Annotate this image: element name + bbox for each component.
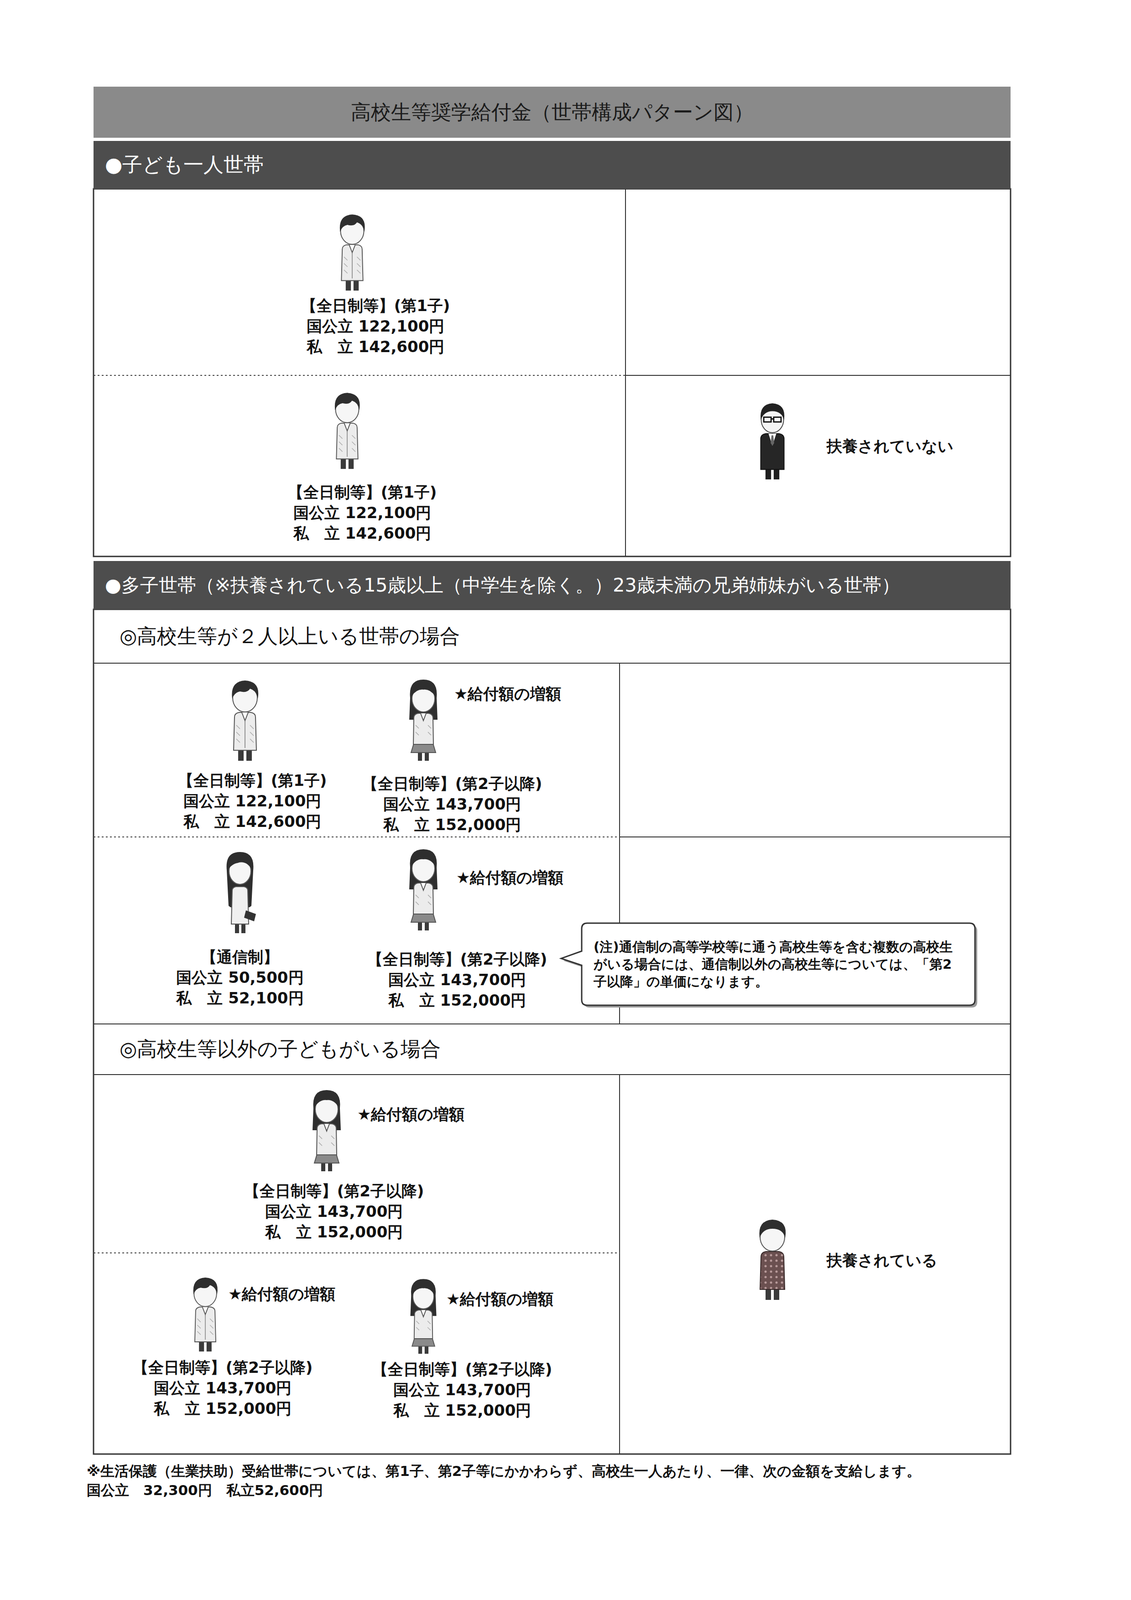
table-rule <box>93 1074 1011 1076</box>
callout-border <box>561 923 975 1006</box>
student-figure <box>231 680 259 761</box>
student-figure <box>334 392 360 470</box>
footnote: ※生活保護（生業扶助）受給世帯については、第1子、第2子等にかかわらず、高校生一… <box>86 1462 1118 1501</box>
text-group: ★給付額の増額 <box>446 1289 554 1310</box>
note-label: ★給付額の増額 <box>357 1104 465 1126</box>
table-rule <box>619 1074 621 1455</box>
grant-amount-text: 国公立 122,100円 <box>202 502 522 524</box>
grant-amount-text: 私 立 142,600円 <box>215 336 536 358</box>
grant-amount-text: 私 立 142,600円 <box>92 811 412 833</box>
grant-amount-text: 【全日制等】(第2子以降) <box>302 1359 622 1381</box>
table-cell: 【全日制等】(第1子)国公立 122,100円私 立 142,600円 <box>93 188 626 376</box>
footnote-text: ※生活保護（生業扶助）受給世帯については、第1子、第2子等にかかわらず、高校生一… <box>86 1462 1118 1482</box>
grant-amount-text: 【通信制】 <box>80 947 400 968</box>
subsection-header: ◎高校生等以外の子どもがいる場合 <box>93 1024 1011 1075</box>
table-cell: 扶養されている <box>619 1074 1011 1455</box>
note-label: 扶養されていない <box>826 436 954 457</box>
table-dotted-rule <box>93 836 620 838</box>
section-heading: ●多子世帯（※扶養されている15歳以上（中学生を除く。）23歳未満の兄弟姉妹がい… <box>104 573 901 599</box>
student-figure <box>193 1277 218 1352</box>
table-border <box>93 609 1011 1455</box>
subsection-heading: ◎高校生等が２人以上いる世帯の場合 <box>119 623 460 651</box>
grant-amount-text: 【全日制等】(第1子) <box>215 295 536 317</box>
child-figure <box>759 1219 786 1301</box>
grant-amount-text: 国公立 143,700円 <box>302 1380 622 1401</box>
grant-amount-text: 国公立 143,700円 <box>62 1378 383 1399</box>
note-label: ★給付額の増額 <box>453 683 562 705</box>
text-group: 【全日制等】(第2子以降)国公立 143,700円私 立 152,000円 <box>302 1359 622 1422</box>
grant-amount-text: 私 立 152,000円 <box>292 814 612 836</box>
text-group: ★給付額の増額 <box>456 867 564 889</box>
grant-amount-text: 国公立 143,700円 <box>297 969 617 991</box>
table-border <box>93 188 1011 557</box>
text-group: ★給付額の増額 <box>453 683 562 705</box>
text-group: 【通信制】国公立 50,500円私 立 52,100円 <box>80 947 400 1009</box>
table-rule <box>93 662 1011 664</box>
grant-amount-text: 国公立 143,700円 <box>174 1201 494 1223</box>
grant-amount-text: 【全日制等】(第2子以降) <box>292 773 612 795</box>
student-figure <box>409 849 438 931</box>
section-band: ●多子世帯（※扶養されている15歳以上（中学生を除く。）23歳未満の兄弟姉妹がい… <box>93 561 1011 610</box>
grant-amount-text: 私 立 52,100円 <box>80 988 400 1009</box>
footnote-text: 国公立 32,300円 私立52,600円 <box>86 1481 1118 1501</box>
grant-amount-text: 国公立 122,100円 <box>92 791 412 812</box>
note-label: ★給付額の増額 <box>446 1289 554 1310</box>
grant-amount-text: 私 立 152,000円 <box>174 1222 494 1243</box>
table-cell: 【全日制等】(第1子)国公立 122,100円私 立 142,600円 <box>93 375 626 557</box>
student-figure <box>226 852 256 934</box>
table-cell: ★給付額の増額【全日制等】(第2子以降)国公立 143,700円私 立 152,… <box>93 1253 620 1455</box>
student-figure <box>312 1090 341 1172</box>
student-figure <box>339 214 365 291</box>
table-cell: 扶養されていない <box>625 375 1011 557</box>
note-text: (注)通信制の高等学校等に通う高校生等を含む複数の高校生がいる場合には、通信制以… <box>593 938 965 991</box>
text-group: 【全日制等】(第1子)国公立 122,100円私 立 142,600円 <box>202 482 522 544</box>
note-label: 扶養されている <box>826 1250 938 1272</box>
text-group: 【全日制等】(第2子以降)国公立 143,700円私 立 152,000円 <box>292 773 612 836</box>
subsection-header: ◎高校生等が２人以上いる世帯の場合 <box>93 609 1011 664</box>
title-text: 高校生等奨学給付金（世帯構成パターン図） <box>350 99 754 126</box>
table-rule <box>93 1023 1011 1025</box>
adult-figure <box>760 403 785 480</box>
table-rule <box>619 836 1011 838</box>
grant-amount-text: 私 立 152,000円 <box>302 1400 622 1422</box>
table-cell: ★給付額の増額【全日制等】(第2子以降)国公立 143,700円私 立 152,… <box>93 1074 620 1254</box>
grant-amount-text: 【全日制等】(第2子以降) <box>174 1181 494 1202</box>
text-group: ★給付額の増額 <box>357 1104 465 1126</box>
text-group: 扶養されている <box>826 1250 938 1272</box>
student-figure <box>410 1279 437 1355</box>
text-group: ★給付額の増額 <box>228 1284 336 1305</box>
note-label: ★給付額の増額 <box>456 867 564 889</box>
section-heading: ●子ども一人世帯 <box>104 151 264 179</box>
table-rule <box>625 188 626 557</box>
table-cell: 【全日制等】(第1子)国公立 122,100円私 立 142,600円★給付額の… <box>93 663 620 838</box>
text-group: 【全日制等】(第2子以降)国公立 143,700円私 立 152,000円 <box>174 1181 494 1243</box>
table-cell: 【通信制】国公立 50,500円私 立 52,100円★給付額の増額【全日制等】… <box>93 837 620 1025</box>
grant-amount-text: 国公立 122,100円 <box>215 316 536 337</box>
table-rule <box>625 375 1011 376</box>
text-group: 扶養されていない <box>826 436 954 457</box>
section-band: ●子ども一人世帯 <box>93 140 1011 189</box>
note-label: ★給付額の増額 <box>228 1284 336 1305</box>
grant-amount-text: 私 立 142,600円 <box>202 523 522 544</box>
student-figure <box>409 679 438 761</box>
text-group: 【全日制等】(第2子以降)国公立 143,700円私 立 152,000円 <box>62 1357 383 1420</box>
subsection-heading: ◎高校生等以外の子どもがいる場合 <box>119 1036 441 1064</box>
text-group: 【全日制等】(第1子)国公立 122,100円私 立 142,600円 <box>215 295 536 358</box>
table-dotted-rule <box>93 375 626 376</box>
table-dotted-rule <box>93 1252 620 1254</box>
grant-amount-text: 私 立 152,000円 <box>62 1398 383 1420</box>
grant-amount-text: 【全日制等】(第2子以降) <box>62 1357 383 1379</box>
grant-amount-text: 国公立 143,700円 <box>292 794 612 815</box>
grant-amount-text: 国公立 50,500円 <box>80 967 400 989</box>
note-callout: (注)通信制の高等学校等に通う高校生等を含む複数の高校生がいる場合には、通信制以… <box>581 923 975 1006</box>
grant-amount-text: 【全日制等】(第1子) <box>202 482 522 503</box>
grant-amount-text: 私 立 152,000円 <box>297 990 617 1012</box>
title-band: 高校生等奨学給付金（世帯構成パターン図） <box>93 86 1011 138</box>
